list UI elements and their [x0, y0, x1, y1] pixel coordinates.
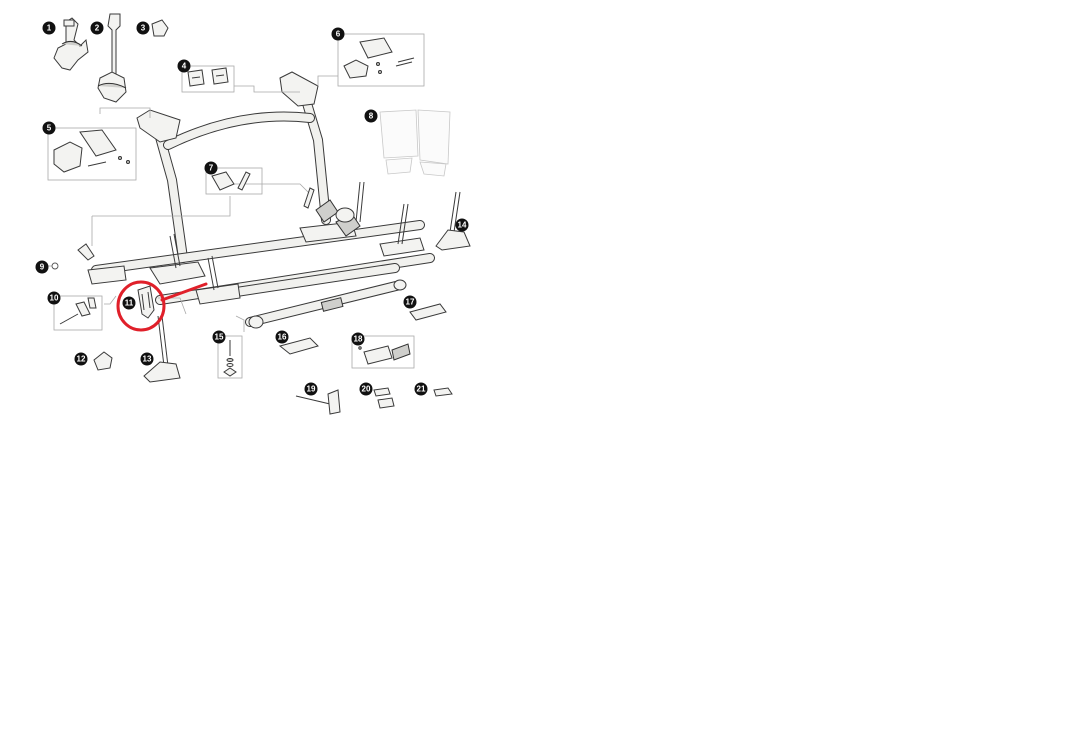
- callout-3[interactable]: 3: [136, 21, 150, 35]
- wheel-holders: [87, 181, 425, 305]
- callout-8-label: 8: [369, 112, 374, 121]
- callout-9-label: 9: [40, 263, 45, 272]
- part-19-group: [295, 389, 341, 415]
- callout-19-label: 19: [307, 385, 316, 394]
- callout-2[interactable]: 2: [90, 21, 104, 35]
- callout-16-label: 16: [278, 333, 287, 342]
- callout-13-label: 13: [143, 355, 152, 364]
- callout-17[interactable]: 17: [403, 295, 417, 309]
- part-9-group: [51, 243, 95, 270]
- callout-10[interactable]: 10: [47, 291, 61, 305]
- callout-14[interactable]: 14: [455, 218, 469, 232]
- callout-7-label: 7: [209, 164, 214, 173]
- callout-15[interactable]: 15: [212, 330, 226, 344]
- callout-14-label: 14: [458, 221, 467, 230]
- callout-3-label: 3: [141, 24, 146, 33]
- callout-19[interactable]: 19: [304, 382, 318, 396]
- callout-1-label: 1: [47, 24, 52, 33]
- part-10-group: [53, 295, 103, 331]
- callout-7[interactable]: 7: [204, 161, 218, 175]
- part-17-group: [409, 303, 447, 321]
- part-14-group: [435, 191, 471, 251]
- part-7-group: [205, 167, 315, 209]
- callout-12[interactable]: 12: [74, 352, 88, 366]
- callout-11-label: 11: [125, 299, 134, 308]
- callout-4[interactable]: 4: [177, 59, 191, 73]
- callout-4-label: 4: [182, 62, 187, 71]
- callout-1[interactable]: 1: [42, 21, 56, 35]
- callout-15-label: 15: [215, 333, 224, 342]
- callout-18-label: 18: [354, 335, 363, 344]
- callout-6-label: 6: [336, 30, 341, 39]
- callout-2-label: 2: [95, 24, 100, 33]
- part-16-group: [278, 337, 319, 355]
- callout-12-label: 12: [77, 355, 86, 364]
- part-11-group: [137, 285, 155, 319]
- callout-20[interactable]: 20: [359, 382, 373, 396]
- callout-18[interactable]: 18: [351, 332, 365, 346]
- callout-20-label: 20: [362, 385, 371, 394]
- part-5-group: [47, 127, 137, 181]
- part-2-group: [97, 13, 127, 103]
- part-1-group: [53, 17, 89, 71]
- part-8-group: [379, 109, 451, 177]
- part-13-group: [143, 315, 181, 383]
- callout-9[interactable]: 9: [35, 260, 49, 274]
- callout-17-label: 17: [406, 298, 415, 307]
- part-18-group: [351, 335, 415, 369]
- callout-10-label: 10: [50, 294, 59, 303]
- part-20-group: [373, 387, 395, 409]
- part-6-group: [337, 33, 425, 87]
- callout-5-label: 5: [47, 124, 52, 133]
- callout-8[interactable]: 8: [364, 109, 378, 123]
- callout-21[interactable]: 21: [414, 382, 428, 396]
- part-21-group: [433, 387, 453, 397]
- callout-5[interactable]: 5: [42, 121, 56, 135]
- callout-13[interactable]: 13: [140, 352, 154, 366]
- highlight-part-11: [116, 280, 208, 332]
- callout-21-label: 21: [417, 385, 426, 394]
- callout-16[interactable]: 16: [275, 330, 289, 344]
- part-15-group: [217, 335, 243, 379]
- part-3-group: [151, 19, 169, 37]
- part-12-group: [93, 351, 113, 371]
- callout-11[interactable]: 11: [122, 296, 136, 310]
- part-4-group: [181, 65, 235, 93]
- upright-frame: [136, 71, 331, 263]
- rack-frame: [87, 71, 435, 329]
- callout-6[interactable]: 6: [331, 27, 345, 41]
